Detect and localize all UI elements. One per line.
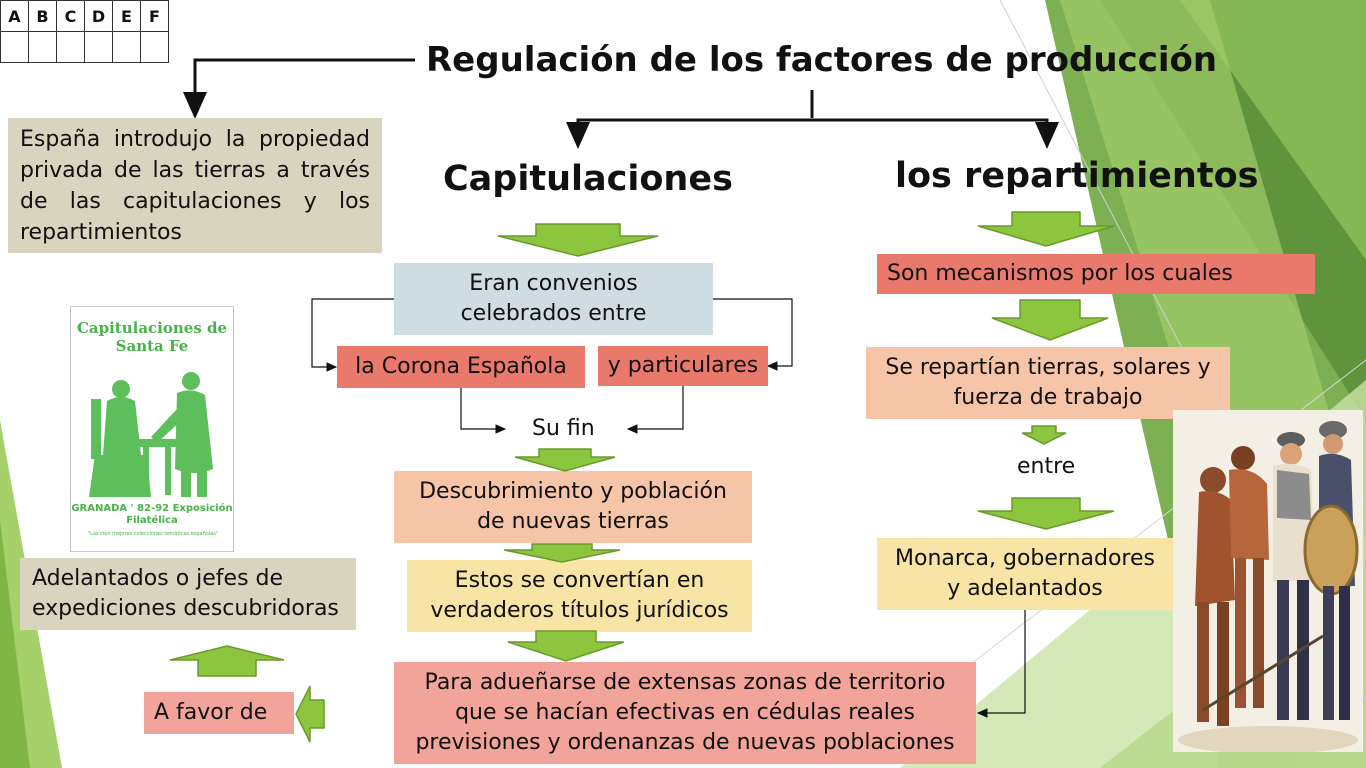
conquistadors-painting [1173,410,1363,752]
left-note: España introdujo la propiedad privada de… [8,118,382,253]
grid-header-e: E [112,0,141,32]
grid-cell [0,31,29,63]
poster-title: Capitulaciones de Santa Fe [76,319,228,355]
kneeling-figures-illustration [89,372,213,497]
monarca-box: Monarca, gobernadores y adelantados [877,538,1173,610]
mecanismos-box: Son mecanismos por los cuales [877,254,1315,294]
grid-cell [84,31,113,63]
convenios-box: Eran convenios celebrados entre [394,263,713,335]
su-fin-label: Su fin [532,416,595,441]
down-arrow-icon [991,299,1109,341]
down-arrow-icon [977,211,1115,247]
descubrimiento-box: Descubrimiento y población de nuevas tie… [394,471,752,543]
left-arrow-icon [295,685,325,743]
down-arrow-icon [507,630,625,662]
para-box: Para adueñarse de extensas zonas de terr… [394,662,976,764]
entre-label: entre [1017,454,1076,479]
column-grid: A B C D E F [0,0,169,63]
grid-cell [140,31,169,63]
poster-caption: "Las cien mejores colecciones temáticas … [87,531,219,537]
adelantados-box: Adelantados o jefes de expediciones desc… [20,558,356,630]
grid-header-c: C [56,0,85,32]
grid-header-a: A [0,0,29,32]
main-title: Regulación de los factores de producción [426,40,1218,80]
down-arrow-icon [1021,425,1067,445]
titulos-box: Estos se convertían en verdaderos título… [407,560,752,632]
a-favor-box: A favor de [144,692,294,734]
grid-cell [28,31,57,63]
corona-box: la Corona Española [337,346,585,388]
capitulaciones-heading: Capitulaciones [443,159,733,199]
grid-cell [112,31,141,63]
poster-subtitle: GRANADA ' 82-92 Exposición Filatélica [71,503,233,526]
grid-header-b: B [28,0,57,32]
repartimientos-heading: los repartimientos [895,156,1259,196]
up-arrow-icon [169,645,285,677]
down-arrow-icon [977,497,1115,530]
down-arrow-icon [497,223,659,257]
grid-header-f: F [140,0,169,32]
particulares-box: y particulares [598,346,768,386]
down-arrow-icon [514,448,616,472]
capitulaciones-poster: Capitulaciones de Santa Fe GRANADA ' 82-… [70,306,234,552]
down-arrow-icon [503,543,621,563]
repartian-box: Se repartían tierras, solares y fuerza d… [866,347,1230,419]
grid-cell [56,31,85,63]
grid-header-d: D [84,0,113,32]
